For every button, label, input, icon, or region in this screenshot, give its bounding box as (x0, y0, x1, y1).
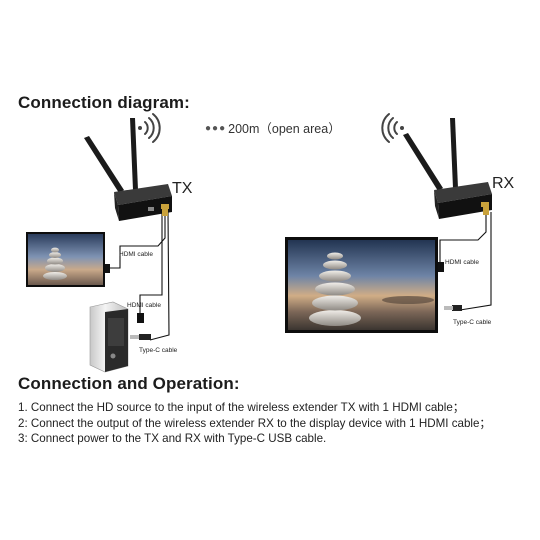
rx-typec-cable-label: Type-C cable (453, 319, 492, 326)
range-label: ●●●200m（open area） (205, 118, 341, 137)
tx-wifi-signal-icon (138, 113, 161, 143)
tx-hdmi-display-cable-label: HDMI cable (119, 251, 153, 258)
operation-step: 1. Connect the HD source to the input of… (18, 401, 465, 414)
range-text: 200m（open area） (228, 122, 341, 136)
tx-display-icon (26, 232, 105, 287)
tx-cables (105, 211, 170, 341)
connection-operation-heading: Connection and Operation: (18, 374, 240, 393)
tx-label: TX (172, 180, 193, 197)
rx-label: RX (492, 175, 515, 192)
rx-cable-connectors (437, 207, 489, 311)
tx-hdmi-source-cable-label: HDMI cable (127, 302, 161, 309)
rx-antenna-icon (403, 118, 458, 191)
operation-step: 3: Connect power to the TX and RX with T… (18, 432, 327, 445)
tx-antenna-icon (84, 118, 138, 193)
operation-step: 2: Connect the output of the wireless ex… (18, 416, 492, 430)
rx-display-icon (285, 237, 438, 333)
rx-cables (439, 212, 492, 311)
connection-diagram-heading: Connection diagram: (18, 93, 190, 112)
tx-cable-connectors (104, 208, 168, 340)
tx-typec-cable-label: Type-C cable (139, 347, 178, 354)
rx-wifi-signal-icon (381, 113, 404, 143)
tx-extender-device (114, 184, 172, 221)
range-dots-icon: ●●● (205, 123, 227, 134)
rx-hdmi-cable-label: HDMI cable (445, 259, 479, 266)
rx-extender-device (434, 182, 492, 219)
hd-source-box-icon (89, 301, 129, 373)
operation-steps: 1. Connect the HD source to the input of… (18, 400, 491, 447)
